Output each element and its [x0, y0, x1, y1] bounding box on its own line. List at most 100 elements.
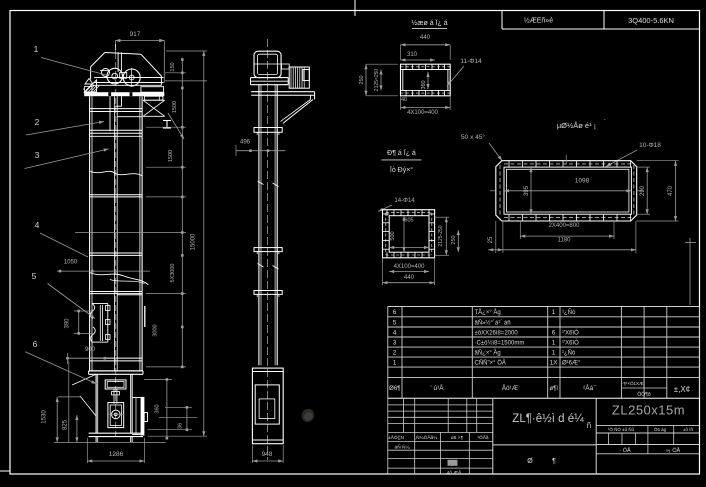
svg-text:ZL250x15m: ZL250x15m [612, 403, 685, 418]
svg-text:µØ½Åø é¹ ¡: µØ½Åø é¹ ¡ [557, 121, 596, 130]
svg-text:11-Φ14: 11-Φ14 [460, 58, 482, 65]
svg-text:¹'X6îÒ: ¹'X6îÒ [562, 330, 579, 337]
svg-text:±,X¢: ±,X¢ [674, 385, 690, 394]
svg-text:TÅ¿×° Åg: TÅ¿×° Åg [475, 309, 501, 316]
svg-text:900: 900 [85, 347, 96, 353]
svg-text:2X400=800: 2X400=800 [549, 223, 581, 229]
svg-text:1: 1 [393, 360, 397, 367]
svg-text:470: 470 [668, 185, 674, 196]
svg-text:· ÖÅ: · ÖÅ [619, 447, 631, 454]
svg-text:Ö6 ág: Ö6 ág [654, 426, 667, 432]
svg-text:6: 6 [33, 339, 38, 349]
svg-text:1: 1 [552, 350, 556, 357]
svg-text:ñ: ñ [587, 421, 591, 430]
svg-text:¹ÖÅã: ¹ÖÅã [477, 434, 489, 441]
svg-text:50 x 45°: 50 x 45° [461, 133, 485, 141]
svg-text:1500: 1500 [168, 150, 174, 162]
svg-text:´: ´ [604, 120, 606, 126]
svg-text:1098: 1098 [575, 178, 590, 185]
svg-text:496: 496 [240, 140, 251, 146]
svg-text:1500: 1500 [172, 101, 178, 113]
svg-text:3: 3 [35, 150, 40, 160]
svg-text:áÑ Ñ¼: áÑ Ñ¼ [395, 444, 411, 451]
svg-text:ÖÖ¶ô: ÖÖ¶ô [637, 391, 650, 398]
svg-text:±ô ìñ: ±ô ìñ [683, 427, 693, 432]
svg-text:1X: 1X [550, 360, 559, 367]
svg-text:6: 6 [393, 309, 397, 316]
svg-text:Åô¹Æ: Åô¹Æ [502, 383, 519, 392]
svg-text:4X100=400: 4X100=400 [394, 264, 426, 270]
svg-text:440: 440 [404, 275, 415, 281]
svg-text:Ø6¶: Ø6¶ [389, 386, 400, 392]
svg-text:4: 4 [393, 330, 397, 337]
svg-text:605: 605 [404, 218, 413, 224]
svg-text:4X100=400: 4X100=400 [407, 110, 439, 116]
svg-text:Ïò Ðý×°: Ïò Ðý×° [390, 166, 413, 174]
svg-text:825: 825 [63, 419, 69, 430]
svg-text:¹¿Ñò: ¹¿Ñò [562, 350, 576, 357]
svg-text:5: 5 [32, 271, 37, 281]
svg-text:1530: 1530 [42, 410, 48, 424]
svg-text:1050: 1050 [64, 260, 78, 266]
svg-text:5: 5 [393, 319, 397, 326]
svg-text:Ø¹6Æ°: Ø¹6Æ° [562, 361, 581, 367]
svg-text:±ôXX26ì8=2000: ±ôXX26ì8=2000 [475, 331, 519, 337]
svg-text:»¡ ÖÅ: »¡ ÖÅ [666, 447, 681, 454]
svg-text:917: 917 [130, 31, 141, 38]
svg-text:150: 150 [170, 62, 176, 71]
svg-text:14-Φ14: 14-Φ14 [394, 198, 415, 204]
svg-text:3: 3 [393, 340, 397, 347]
svg-text:1286: 1286 [109, 451, 124, 458]
svg-text:ãÑ¿×° Åg: ãÑ¿×° Åg [475, 350, 501, 357]
svg-text:CÑÑ"×° ÖÅ: CÑÑ"×° ÖÅ [475, 360, 506, 367]
svg-text:25: 25 [488, 236, 494, 243]
svg-text:360: 360 [421, 80, 427, 89]
svg-text:40: 40 [401, 97, 407, 103]
svg-text:250: 250 [359, 75, 365, 84]
svg-text:½ÆEñ»é: ½ÆEñ»é [524, 17, 553, 25]
svg-text:¹'X6îÒ: ¹'X6îÒ [562, 340, 579, 347]
svg-text:·C±ô½ì8=1500mm: ·C±ô½ì8=1500mm [475, 340, 525, 347]
svg-text:ZL¶·ê½ì d é¼: ZL¶·ê½ì d é¼ [512, 413, 584, 425]
svg-text:ø6 ×¶: ø6 ×¶ [451, 435, 464, 441]
svg-text:' ú¹Å: ' ú¹Å [430, 383, 444, 392]
svg-text:Ð¶ á Ï¿ á: Ð¶ á Ï¿ á [387, 149, 416, 157]
svg-text:2125=250: 2125=250 [374, 69, 380, 92]
svg-text:10-Φ18: 10-Φ18 [639, 142, 661, 149]
svg-text:4: 4 [35, 220, 40, 230]
svg-text:2: 2 [35, 117, 40, 127]
svg-text:500: 500 [390, 231, 396, 240]
svg-text:·¶¹×Ö1XÆ: ·¶¹×Ö1XÆ [622, 380, 644, 386]
svg-text:15000: 15000 [191, 233, 197, 250]
svg-text:¶: ¶ [552, 458, 556, 465]
svg-text:290: 290 [640, 185, 646, 196]
svg-text:3Q400-5.6KN: 3Q400-5.6KN [628, 16, 674, 25]
svg-text:2: 2 [393, 350, 397, 357]
svg-text:395: 395 [524, 185, 530, 196]
svg-text:²Åá¯: ²Åá¯ [583, 383, 597, 392]
svg-text:½æø á Ï¿ á: ½æø á Ï¿ á [411, 19, 447, 27]
svg-text:1: 1 [552, 309, 556, 316]
svg-text:440: 440 [420, 35, 431, 41]
svg-text:250: 250 [451, 235, 457, 244]
svg-text:360: 360 [155, 404, 161, 413]
svg-text:6: 6 [552, 330, 556, 337]
svg-text:ø¶ì: ø¶ì [550, 386, 559, 392]
svg-text:1: 1 [34, 44, 39, 54]
svg-text:¹¿Ñò: ¹¿Ñò [562, 309, 576, 316]
svg-text:36: 36 [178, 423, 184, 429]
svg-text:,Ñ¼ÖÅã¼: ,Ñ¼ÖÅã¼ [415, 434, 438, 441]
svg-text:ãÑ»½°´á¹´ áñ: ãÑ»½°´á¹´ áñ [475, 319, 511, 326]
svg-text:¹Ö ÑÒ ±ô Ñò: ¹Ö ÑÒ ±ô Ñò [608, 426, 635, 432]
svg-text:2125-250: 2125-250 [438, 225, 444, 246]
svg-text:1: 1 [552, 340, 556, 347]
svg-text:390: 390 [65, 318, 71, 329]
svg-text:Ø: Ø [527, 458, 533, 465]
svg-text:±ÅÖ(¦N: ±ÅÖ(¦N [388, 434, 404, 441]
svg-text:310: 310 [407, 52, 418, 58]
svg-text:3000: 3000 [153, 324, 159, 336]
svg-text:4ô ÆÅ: 4ô ÆÅ [447, 469, 462, 476]
svg-text:1180: 1180 [558, 238, 572, 244]
svg-text:5X3000: 5X3000 [170, 264, 176, 283]
svg-text:948: 948 [262, 451, 273, 458]
